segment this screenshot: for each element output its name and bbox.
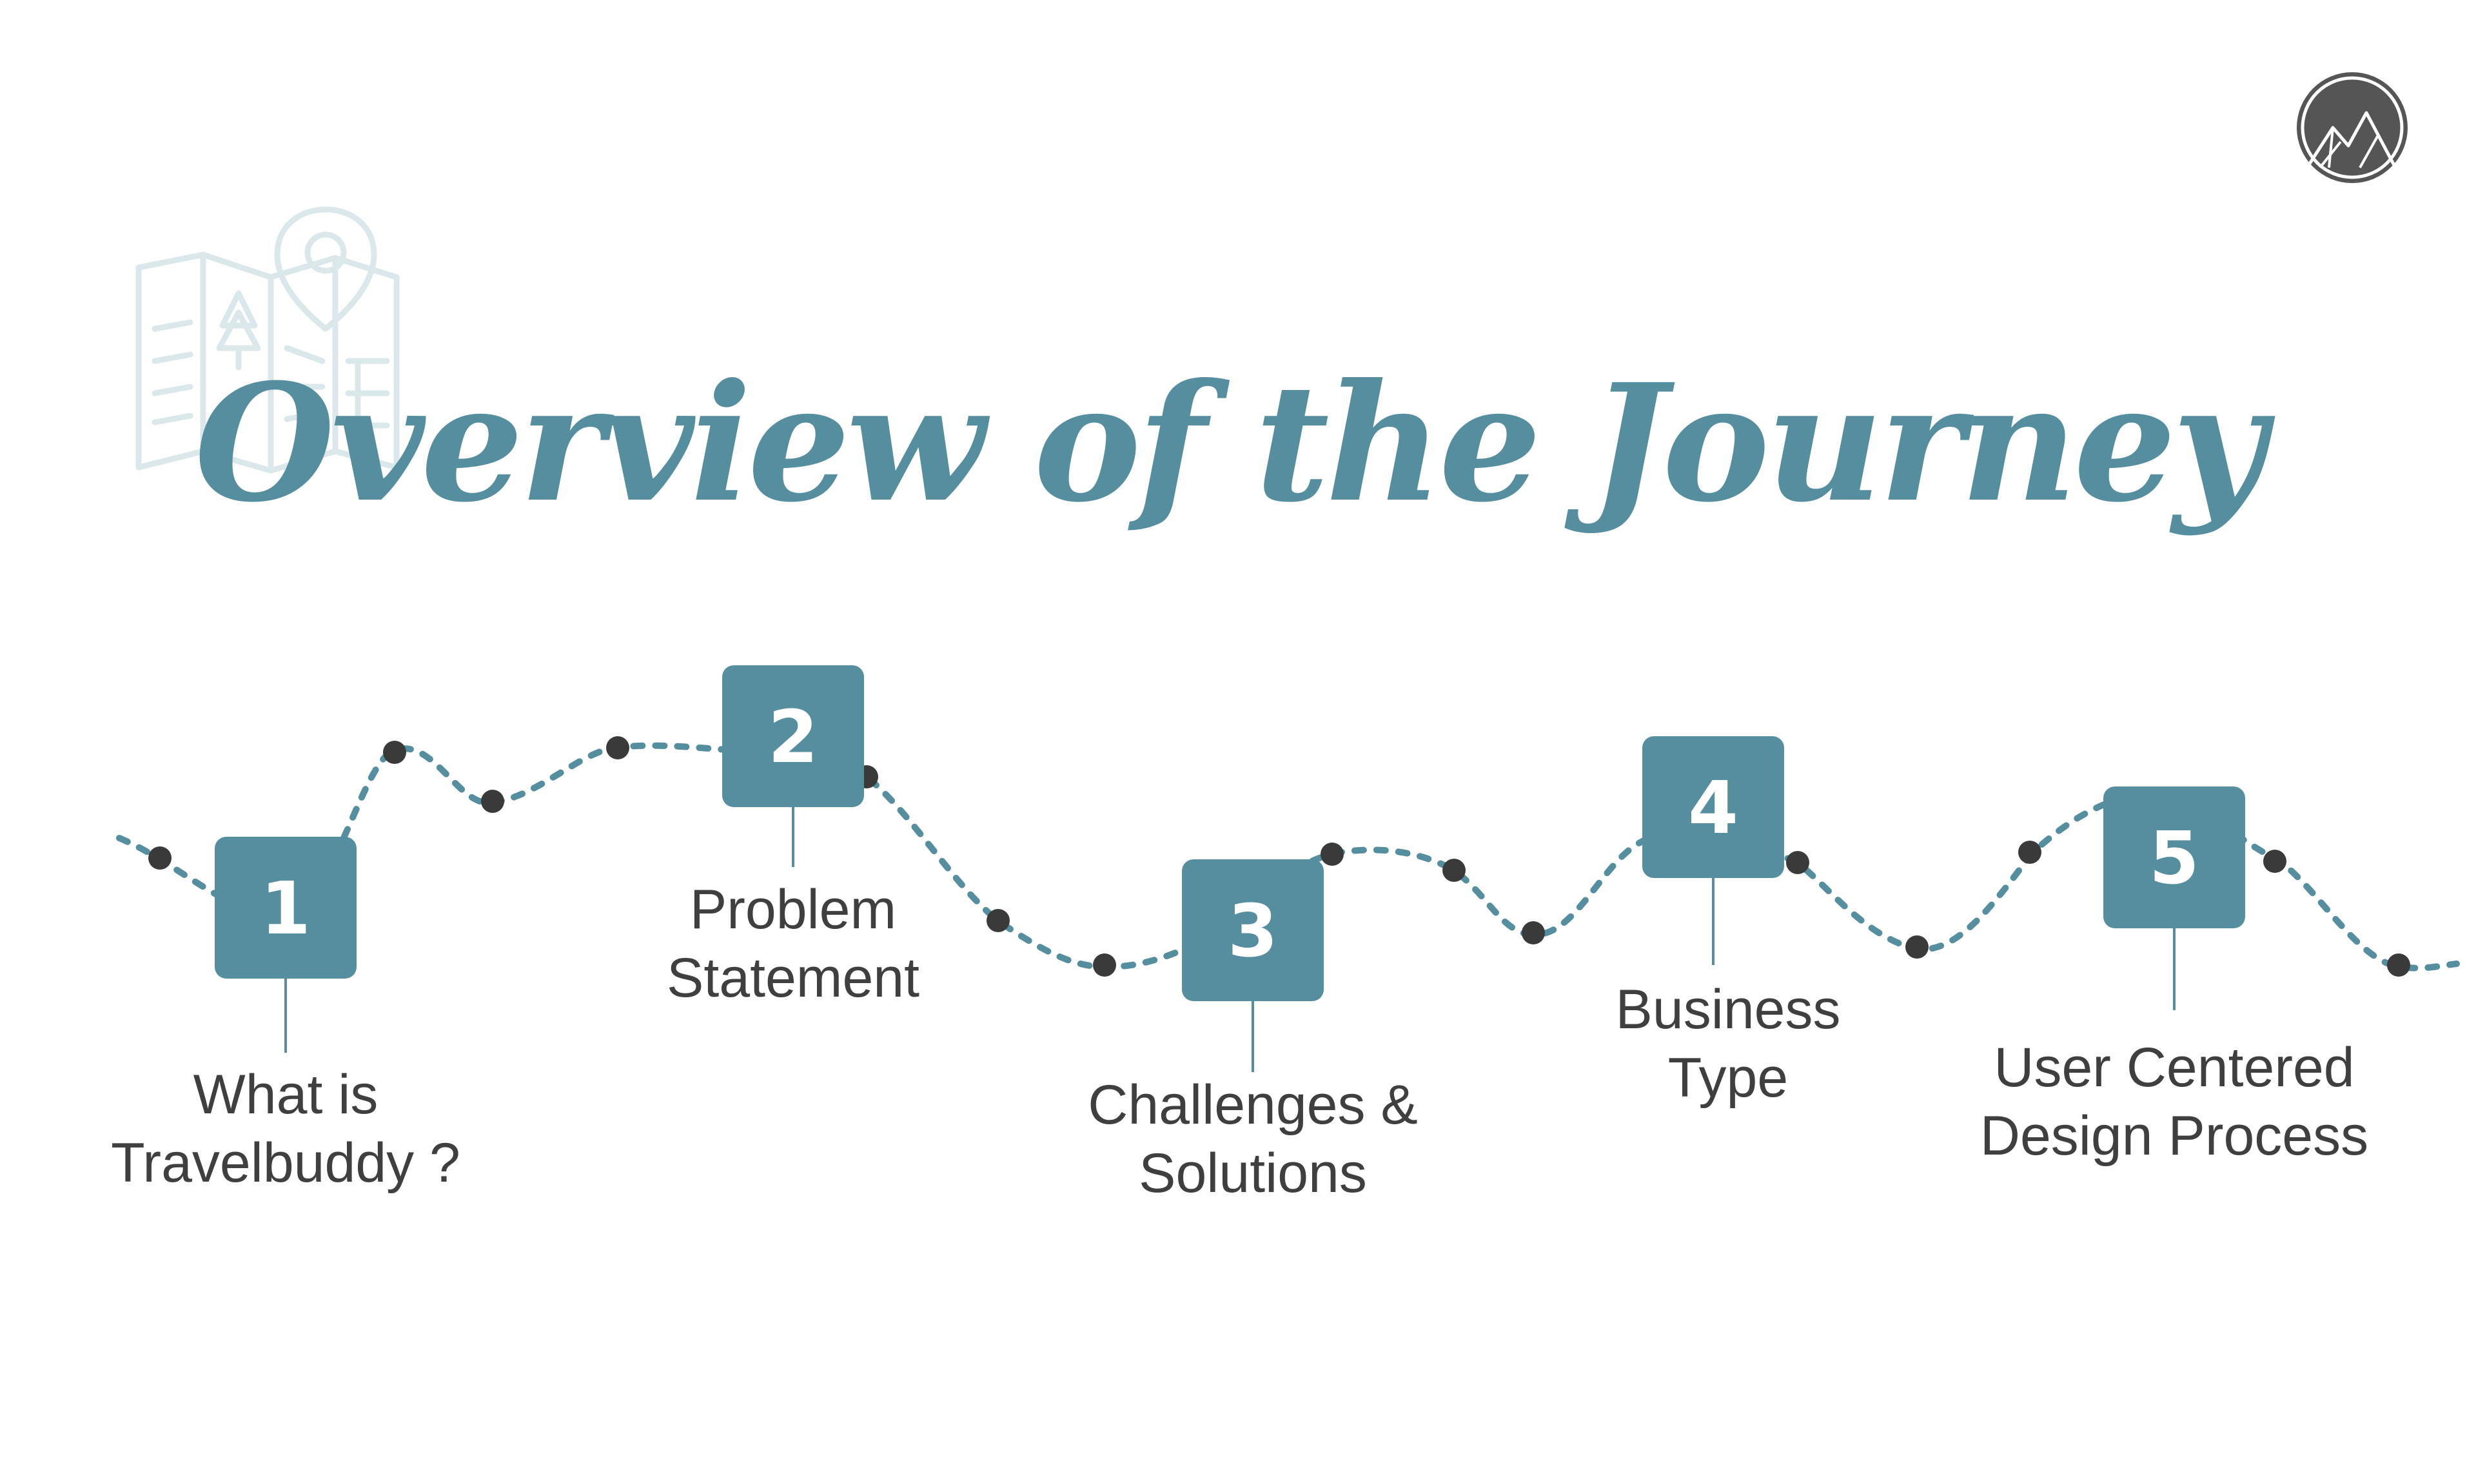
step-3: 3 Challenges & Solutions xyxy=(1088,859,1418,1204)
step-label-line1: What is xyxy=(193,1064,378,1126)
step-number: 2 xyxy=(768,696,818,779)
step-label-line1: Business xyxy=(1616,979,1841,1040)
step-label-line2: Travelbuddy ? xyxy=(111,1132,460,1194)
path-dot xyxy=(1786,851,1809,874)
step-number: 4 xyxy=(1688,766,1738,850)
step-label-line2: Solutions xyxy=(1139,1142,1367,1204)
step-number-box xyxy=(722,665,864,807)
mountain-logo-icon xyxy=(2297,72,2408,183)
step-number: 3 xyxy=(1228,890,1278,973)
step-number: 1 xyxy=(260,867,311,951)
step-5: 5 User Centered Design Process xyxy=(1980,786,2368,1167)
step-number-box xyxy=(1182,859,1324,1001)
path-dot xyxy=(1321,843,1344,866)
path-dot xyxy=(2263,850,2286,873)
path-dot xyxy=(1442,859,1466,882)
step-4: 4 Business Type xyxy=(1616,736,1841,1109)
map-pin-icon xyxy=(135,206,400,474)
step-label-line2: Design Process xyxy=(1980,1105,2368,1167)
path-dot xyxy=(2387,953,2410,977)
path-dots xyxy=(148,736,2410,977)
step-label-line1: Challenges & xyxy=(1088,1074,1418,1136)
step-number-box xyxy=(215,837,357,979)
path-dot xyxy=(606,736,629,759)
step-label-line1: Problem xyxy=(690,879,896,941)
step-label-line2: Type xyxy=(1668,1047,1788,1109)
step-2: 2 Problem Statement xyxy=(667,665,919,1009)
step-1: 1 What is Travelbuddy ? xyxy=(111,837,460,1194)
step-label-line1: User Centered xyxy=(1994,1037,2354,1098)
path-dot xyxy=(1905,935,1929,959)
step-label-line2: Statement xyxy=(667,947,919,1009)
step-number-box xyxy=(1642,736,1784,878)
path-dot xyxy=(148,846,172,870)
page-title: Overview of the Journey xyxy=(195,348,2275,538)
path-dot xyxy=(987,909,1010,932)
path-dot xyxy=(1093,953,1116,977)
step-number-box xyxy=(2103,786,2245,928)
path-dot xyxy=(1522,921,1545,944)
path-dot xyxy=(2018,841,2041,864)
path-dot xyxy=(481,790,504,813)
step-number: 5 xyxy=(2149,817,2199,901)
path-dot xyxy=(383,741,406,764)
